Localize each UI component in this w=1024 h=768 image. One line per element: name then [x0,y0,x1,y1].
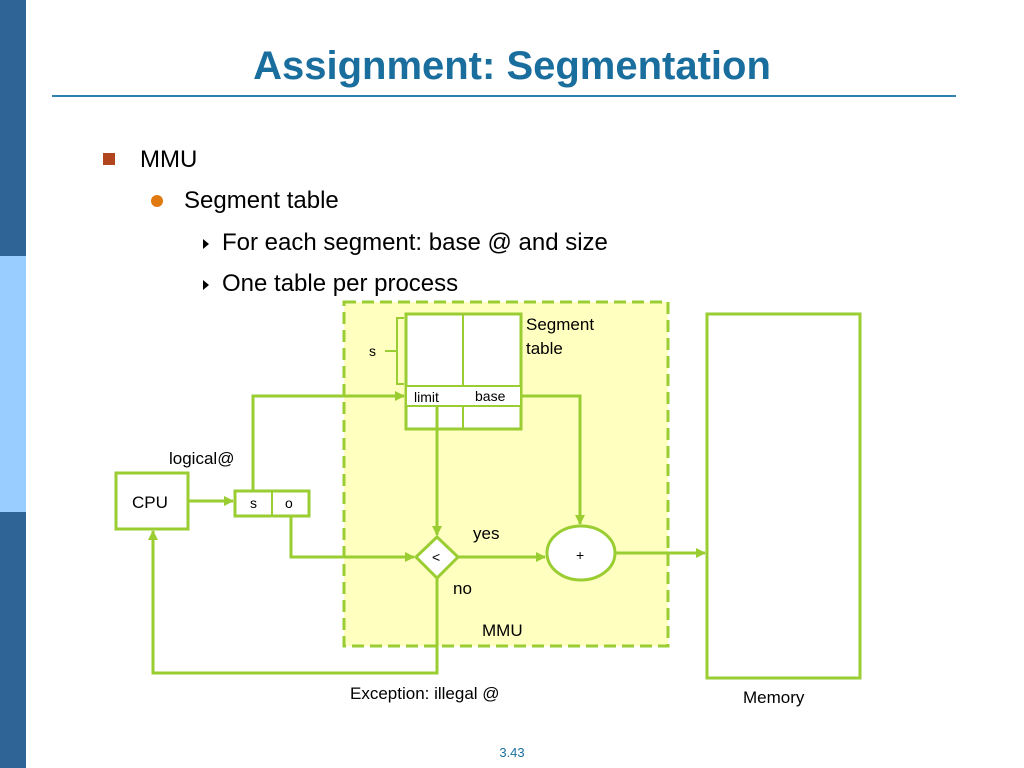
bullet-each-segment: For each segment: base @ and size [222,229,608,256]
square-bullet-icon [103,153,115,165]
logical-address-label: logical@ [169,449,235,468]
bullet-one-table: One table per process [222,270,459,297]
sidebar-middle-band [0,256,26,512]
exception-arrow [148,530,439,675]
address-o-label: o [285,495,293,511]
mmu-label: MMU [482,621,523,640]
memory-box [705,312,862,680]
cpu-box [114,471,190,531]
bullet-mmu: MMU [140,146,198,173]
base-to-adder-arrow [521,394,585,525]
s-index-label: s [369,343,376,359]
title-divider [52,95,956,97]
compare-symbol: < [432,549,441,565]
yes-label: yes [473,524,500,543]
segment-table-label: Segment table [526,315,595,358]
cpu-label: CPU [132,493,168,512]
triangle-bullet-icon [203,280,209,290]
sidebar-top-band [0,0,26,256]
s-to-table-arrow [251,391,405,491]
address-s-label: s [250,495,257,511]
limit-label: limit [414,389,439,405]
adder-symbol: + [576,547,585,563]
no-label: no [453,579,472,598]
sidebar-bottom-band [0,512,26,768]
slide-number: 3.43 [499,745,525,760]
slide-title: Assignment: Segmentation [253,44,771,88]
triangle-bullet-icon [203,239,209,249]
base-label: base [475,388,506,404]
exception-label: Exception: illegal @ [350,684,500,703]
bullet-segment-table: Segment table [184,187,339,214]
sidebar [0,0,26,768]
memory-label: Memory [743,688,805,707]
offset-to-compare-arrow [289,516,415,562]
round-bullet-icon [151,195,163,207]
